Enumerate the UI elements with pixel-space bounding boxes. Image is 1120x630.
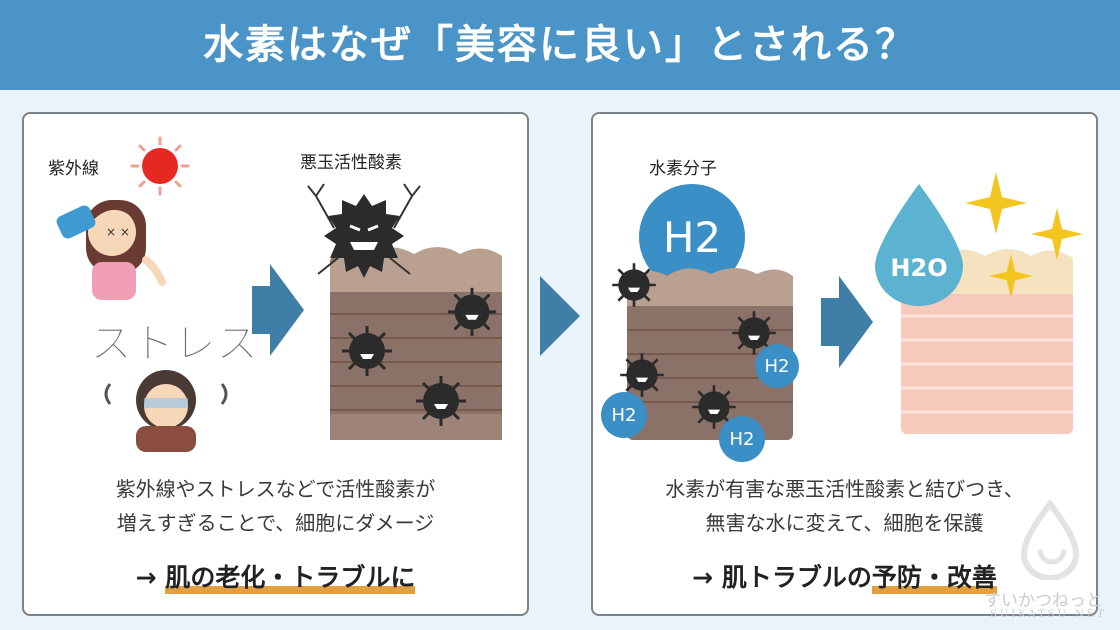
center-flow-arrow — [540, 276, 580, 356]
solution-description: 水素が有害な悪玉活性酸素と結びつき、 無害な水に変えて、細胞を保護 — [593, 472, 1096, 540]
radical-monster-small-icon-2 — [447, 287, 497, 337]
solution-conclusion: → 肌トラブルの予防・改善 — [593, 558, 1096, 594]
cause-description-line1: 紫外線やストレスなどで活性酸素が — [115, 477, 436, 501]
cause-conclusion-text: 肌の老化・トラブルに — [165, 558, 416, 594]
watermark-text: すいかつねっと — [984, 591, 1103, 611]
solution-conclusion-text: 肌トラブルの — [721, 563, 872, 592]
cause-panel: 紫外線 × × ストレス 悪玉活性酸素 — [22, 112, 529, 616]
stress-text: ストレス — [90, 319, 256, 368]
sun-icon — [130, 136, 190, 196]
water-droplet-icon — [875, 184, 963, 306]
h2-molecule-small-1: H2 — [755, 344, 799, 388]
header-bar: 水素はなぜ「美容に良い」とされる？ — [0, 0, 1120, 90]
skin-with-radicals-illustration — [627, 268, 793, 440]
uv-label: 紫外線 — [48, 159, 99, 179]
sparkle-icon-2 — [1031, 208, 1083, 260]
watermark-subtext: SUIKATSU NET — [990, 609, 1107, 620]
h2-molecule-small-2: H2 — [601, 392, 647, 438]
left-flow-arrow — [252, 264, 304, 356]
sunburned-woman-illustration: × × — [56, 200, 166, 300]
stress-illustration: ストレス — [90, 319, 256, 452]
radical-icon-r4 — [692, 385, 736, 429]
h2o-label: H2O — [890, 254, 948, 282]
cause-description: 紫外線やストレスなどで活性酸素が 増えすぎることで、細胞にダメージ — [24, 472, 527, 540]
radical-icon-r2 — [732, 311, 776, 355]
radical-icon-r3 — [620, 353, 664, 397]
solution-conclusion-arrow: → — [692, 563, 714, 592]
sparkle-icon-1 — [965, 172, 1027, 234]
page-title: 水素はなぜ「美容に良い」とされる？ — [203, 22, 917, 68]
watermark-logo-icon — [1020, 500, 1080, 580]
cause-description-line2: 増えすぎることで、細胞にダメージ — [116, 511, 435, 535]
sparkle-icon-3 — [989, 254, 1033, 298]
cause-conclusion-arrow: → — [135, 563, 157, 592]
radical-icon-r1 — [612, 263, 656, 307]
hydrogen-label: 水素分子 — [649, 159, 717, 179]
radical-monster-small-icon-3 — [416, 376, 466, 426]
solution-panel: 水素分子 H2 H2 H2 H2 — [591, 112, 1098, 616]
radical-label: 悪玉活性酸素 — [300, 153, 402, 173]
h2-molecule-small-3: H2 — [719, 416, 765, 462]
radical-monster-large-icon — [307, 183, 421, 278]
solution-description-line1: 水素が有害な悪玉活性酸素と結びつき、 — [665, 477, 1024, 501]
solution-conclusion-highlight: 予防・改善 — [871, 558, 997, 594]
cause-conclusion: → 肌の老化・トラブルに — [24, 558, 527, 594]
solution-description-line2: 無害な水に変えて、細胞を保護 — [705, 511, 984, 535]
radical-monster-small-icon-1 — [342, 326, 392, 376]
right-flow-arrow — [821, 276, 873, 368]
svg-text:× ×: × × — [106, 225, 130, 239]
